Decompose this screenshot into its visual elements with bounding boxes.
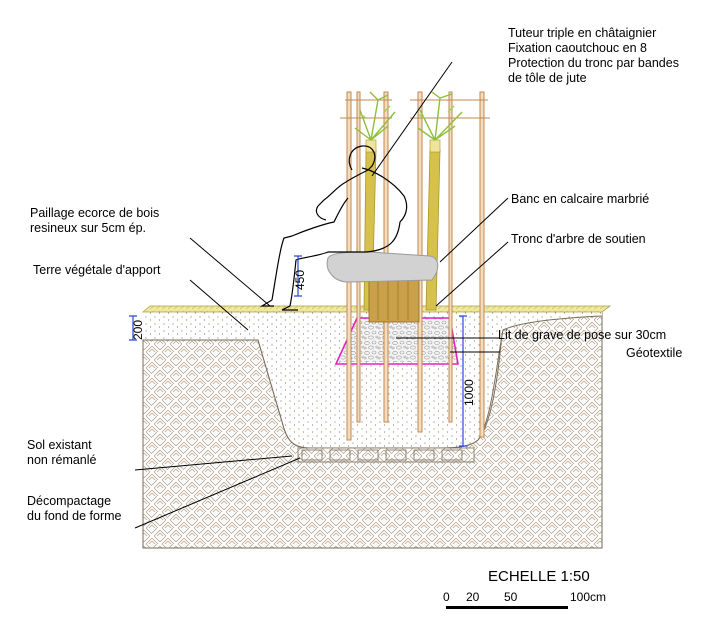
label-decompactage: Décompactage du fond de forme	[27, 494, 122, 523]
label-banc: Banc en calcaire marbrié	[511, 192, 650, 206]
limestone-bench	[326, 251, 439, 283]
scale-tick-0: 0	[443, 590, 450, 604]
scale-tick-20: 20	[466, 590, 480, 604]
decompactage-strip	[297, 447, 475, 463]
label-sol-existant: Sol existant non rémanlé	[27, 438, 97, 467]
scale-tick-50: 50	[504, 590, 518, 604]
label-terre-vegetale: Terre végétale d'apport	[33, 263, 161, 277]
dim-1000: 1000	[462, 379, 476, 406]
gravel-bed	[339, 318, 458, 362]
scale-title: ECHELLE 1:50	[488, 568, 590, 585]
label-tronc: Tronc d'arbre de soutien	[511, 232, 646, 246]
scale-bar	[446, 606, 568, 609]
label-geotextile: Géotextile	[626, 346, 683, 360]
dim-200: 200	[131, 320, 145, 340]
young-foliage	[354, 91, 463, 141]
label-lit-de-grave: Lit de grave de pose sur 30cm	[498, 328, 667, 342]
label-paillage: Paillage ecorce de bois resineux sur 5cm…	[30, 206, 160, 235]
scale-tick-100: 100cm	[570, 590, 606, 604]
support-stump	[368, 277, 420, 323]
leader-lines	[134, 61, 509, 529]
seated-person-outline	[259, 145, 408, 311]
dim-450: 450	[293, 270, 307, 290]
label-tuteur: Tuteur triple en châtaignier Fixation ca…	[508, 26, 679, 85]
